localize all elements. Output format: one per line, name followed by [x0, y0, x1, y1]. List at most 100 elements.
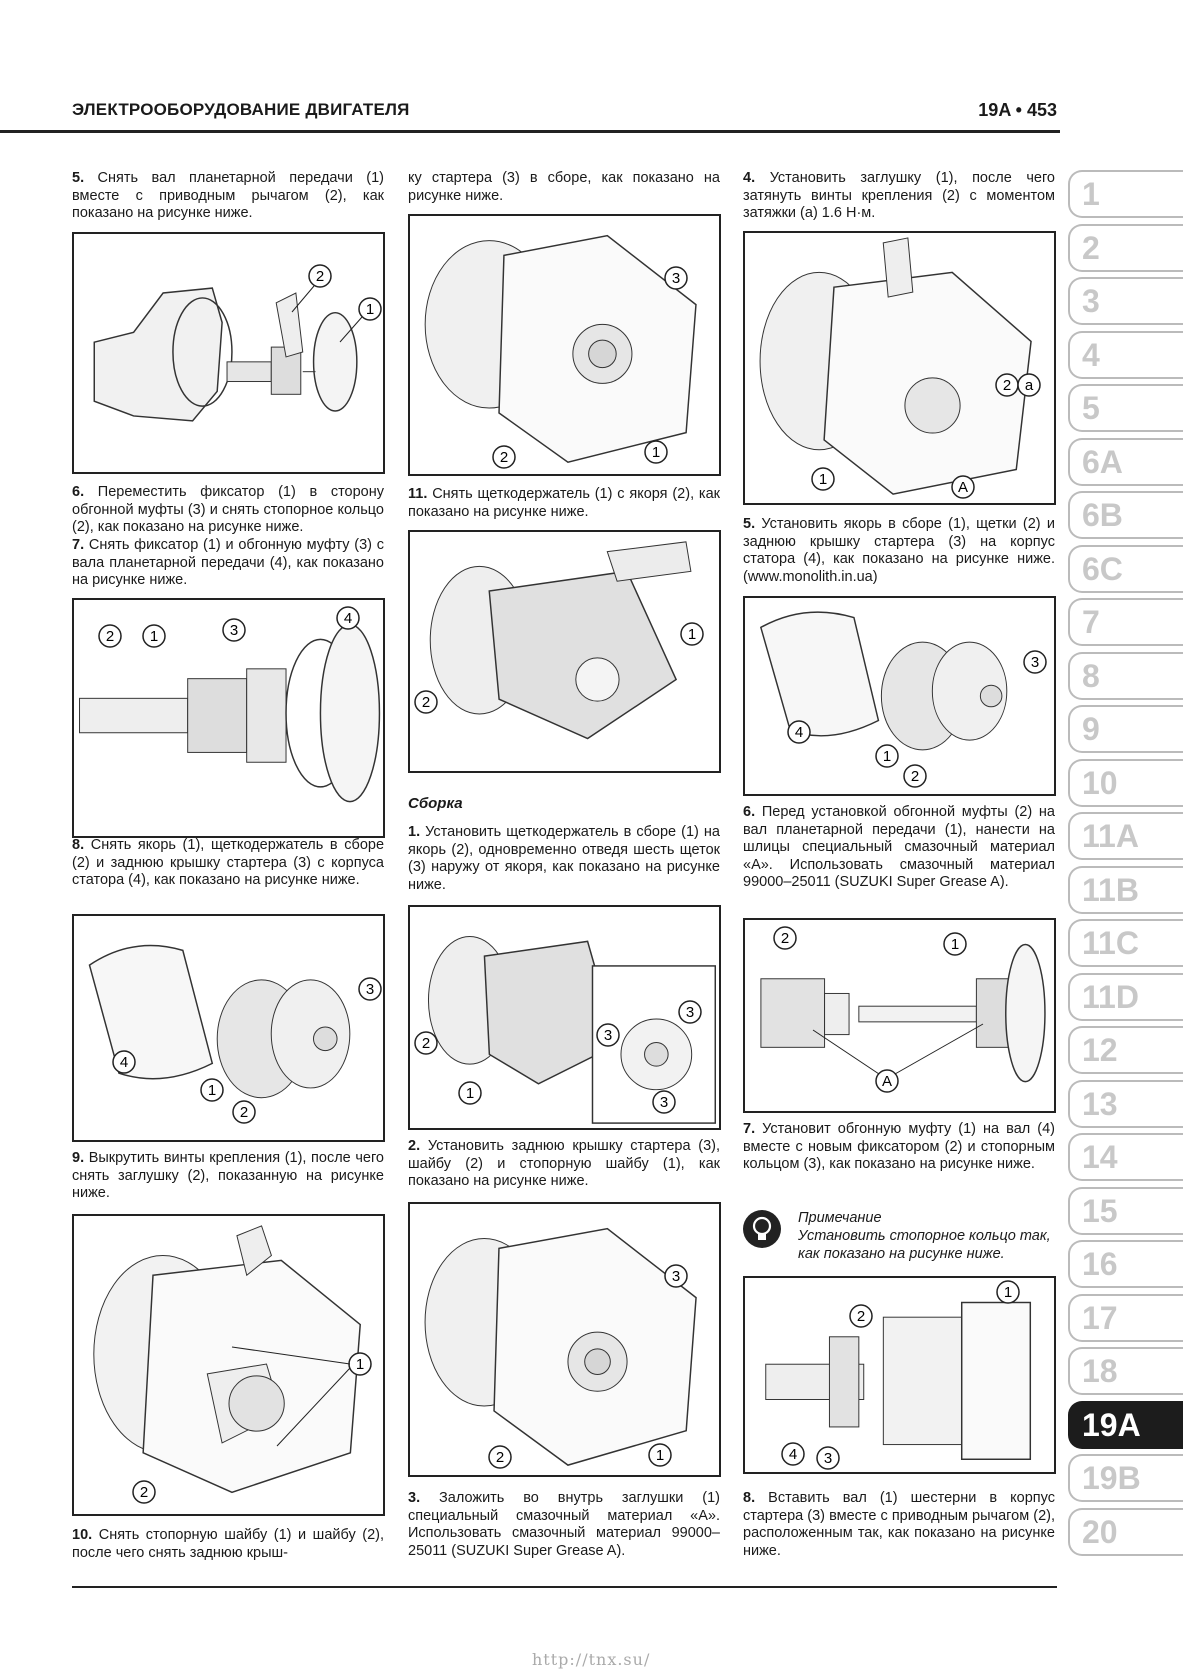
step-text: Снять фиксатор (1) и обгонную муфту (3) … [72, 537, 385, 588]
assembly-step-5: 5. Установить якорь в сборе (1), щетки (… [743, 516, 1055, 586]
clutch-drawing [79, 623, 381, 803]
step-10-continued: ку стартера (3) в сборе, как показано на… [408, 170, 720, 204]
chapter-tab-10[interactable]: 10 [1068, 758, 1183, 807]
step-number: 2. [408, 1138, 421, 1154]
step-text: Установит обгонную муфту (1) на вал (4) … [743, 1121, 1056, 1172]
chapter-tab-20[interactable]: 20 [1068, 1507, 1183, 1556]
step-number: 7. [743, 1121, 756, 1137]
chapter-tab-1[interactable]: 1 [1068, 170, 1183, 218]
assembly-step-2: 2. Установить заднюю крышку стартера (3)… [408, 1138, 720, 1191]
section-subheading-assembly: Сборка [408, 795, 463, 812]
assembly-step-6: 6. Перед установкой обгонной муфты (2) н… [743, 804, 1055, 892]
step-text: Снять стопорную шайбу (1) и шайбу (2), п… [72, 1527, 384, 1561]
figure-retaining-ring [743, 1276, 1056, 1474]
chapter-tab-9[interactable]: 9 [1068, 705, 1183, 753]
figure-armature-removal [72, 914, 385, 1142]
chapter-tab-12[interactable]: 12 [1068, 1026, 1183, 1074]
step-8-disassembly: 8. Снять якорь (1), щеткодержатель в сбо… [72, 837, 384, 890]
chapter-tab-6c[interactable]: 6C [1068, 544, 1183, 593]
step-text: Заложить во внутрь заглушки (1) специаль… [408, 1490, 721, 1559]
chapter-tab-6a[interactable]: 6A [1068, 437, 1183, 486]
running-header-title: ЭЛЕКТРООБОРУДОВАНИЕ ДВИГАТЕЛЯ [72, 100, 410, 119]
step-5-disassembly: 5. Снять вал планетарной передачи (1) вм… [72, 170, 384, 223]
chapter-tab-11b[interactable]: 11B [1068, 865, 1183, 914]
rear-cover-drawing [424, 234, 697, 463]
chapter-tab-8[interactable]: 8 [1068, 651, 1183, 700]
step-number: 5. [743, 516, 756, 532]
step-10-disassembly: 10. Снять стопорную шайбу (1) и шайбу (2… [72, 1527, 384, 1562]
step-text: Снять якорь (1), щеткодержатель в сборе … [72, 837, 385, 888]
step-number: 9. [72, 1150, 85, 1166]
chapter-tab-7[interactable]: 7 [1068, 598, 1183, 646]
chapter-tab-6b[interactable]: 6B [1068, 491, 1183, 539]
step-9-disassembly: 9. Выкрутить винты крепления (1), после … [72, 1150, 384, 1203]
figure-armature-install [743, 596, 1056, 796]
lightbulb-icon [743, 1210, 781, 1248]
step-text: Снять вал планетарной передачи (1) вмест… [72, 170, 384, 221]
step-number: 8. [743, 1490, 756, 1506]
assembly-step-3: 3. Заложить во внутрь заглушки (1) специ… [408, 1490, 720, 1560]
step-text: Снять щеткодержатель (1) с якоря (2), ка… [408, 486, 720, 520]
brush-holder-drawing [429, 541, 692, 740]
figure-clutch-removal [72, 598, 385, 838]
chapter-tab-13[interactable]: 13 [1068, 1079, 1183, 1128]
cap-drawing [93, 1225, 361, 1494]
chapter-tab-3[interactable]: 3 [1068, 277, 1183, 325]
step-number: 5. [72, 170, 85, 186]
chapter-tab-18[interactable]: 18 [1068, 1347, 1183, 1395]
watermark-url: http://tnx.su/ [532, 1650, 651, 1669]
chapter-tab-11c[interactable]: 11C [1068, 919, 1183, 967]
assembly-step-1: 1. Установить щеткодержатель в сборе (1)… [408, 824, 720, 894]
figure-planetary-shaft-removal [72, 232, 385, 474]
chapter-tab-11d[interactable]: 11D [1068, 972, 1183, 1021]
step-number: 11. [408, 486, 428, 502]
step-6-disassembly: 6. Переместить фиксатор (1) в сторону об… [72, 484, 384, 537]
step-number: 6. [72, 484, 85, 500]
footer-divider [72, 1586, 1057, 1588]
step-number: 4. [743, 170, 756, 186]
figure-cap-install [743, 231, 1056, 505]
figure-rear-cover-removal [408, 214, 721, 476]
step-11-disassembly: 11. Снять щеткодержатель (1) с якоря (2)… [408, 486, 720, 521]
brush-install-drawing [427, 935, 717, 1124]
chapter-tab-17[interactable]: 17 [1068, 1293, 1183, 1342]
chapter-tab-4[interactable]: 4 [1068, 330, 1183, 379]
step-text: Установить щеткодержатель в сборе (1) на… [408, 824, 720, 893]
chapter-tab-16[interactable]: 16 [1068, 1240, 1183, 1288]
step-text: Перед установкой обгонной муфты (2) на в… [743, 804, 1055, 890]
assembly-step-8: 8. Вставить вал (1) шестерни в корпус ст… [743, 1490, 1055, 1560]
note-title: Примечание [798, 1210, 882, 1226]
figure-rear-cover-install [408, 1202, 721, 1477]
step-text: Установить заглушку (1), после чего затя… [743, 170, 1055, 221]
chapter-tab-15[interactable]: 15 [1068, 1186, 1183, 1235]
cap-install-drawing [759, 237, 1032, 495]
chapter-tab-14[interactable]: 14 [1068, 1133, 1183, 1181]
step-number: 1. [408, 824, 421, 840]
clutch-lube-drawing [760, 943, 1046, 1083]
armature-install-drawing [759, 611, 1008, 751]
chapter-tab-19a[interactable]: 19A [1068, 1400, 1183, 1449]
step-number: 6. [743, 804, 756, 820]
step-number: 8. [72, 837, 85, 853]
step-text: Переместить фиксатор (1) в сторону обгон… [72, 484, 384, 535]
page-number: 19A • 453 [978, 100, 1057, 120]
assembly-step-7: 7. Установит обгонную муфту (1) на вал (… [743, 1121, 1055, 1174]
note-text: Установить стопорное кольцо так, как пок… [798, 1228, 1051, 1262]
header-divider [0, 130, 1060, 133]
figure-brush-holder-removal [408, 530, 721, 773]
step-text: Установить якорь в сборе (1), щетки (2) … [743, 516, 1055, 585]
step-text: Вставить вал (1) шестерни в корпус старт… [743, 1490, 1055, 1559]
starter-exploded-drawing [93, 287, 358, 422]
retaining-ring-drawing [765, 1301, 1032, 1460]
figure-cap-removal [72, 1214, 385, 1516]
step-text: Выкрутить винты крепления (1), после чег… [72, 1150, 384, 1201]
figure-brush-holder-install [408, 905, 721, 1130]
chapter-tab-2[interactable]: 2 [1068, 223, 1183, 272]
step-7-disassembly: 7. Снять фиксатор (1) и обгонную муфту (… [72, 537, 384, 590]
chapter-tab-19b[interactable]: 19B [1068, 1454, 1183, 1502]
step-text: Установить заднюю крышку стартера (3), ш… [408, 1138, 721, 1189]
chapter-tab-11a[interactable]: 11A [1068, 812, 1183, 860]
step-number: 7. [72, 537, 85, 553]
figure-clutch-lubrication [743, 918, 1056, 1113]
chapter-tab-5[interactable]: 5 [1068, 384, 1183, 432]
